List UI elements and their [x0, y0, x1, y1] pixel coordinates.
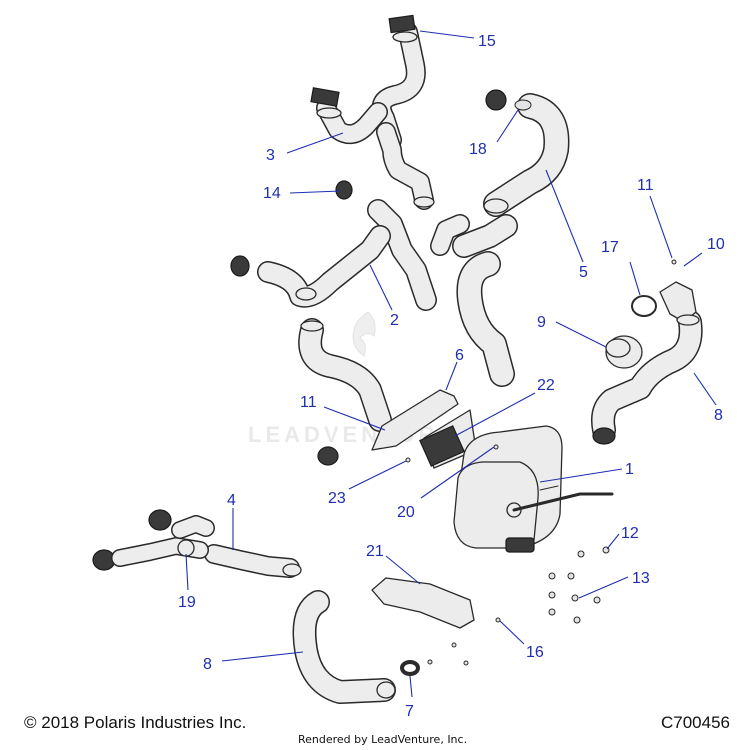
- callout-16[interactable]: 16: [526, 644, 544, 661]
- callout-8-bottom[interactable]: 8: [203, 656, 212, 673]
- hose-8-bottom[interactable]: [292, 590, 396, 704]
- heat-shield-6[interactable]: [371, 389, 477, 469]
- callout-18[interactable]: 18: [469, 141, 487, 158]
- gasket-7[interactable]: [400, 660, 420, 676]
- diagram-code: C700456: [660, 713, 730, 732]
- callout-14[interactable]: 14: [263, 185, 281, 202]
- tee-19[interactable]: [92, 509, 215, 571]
- callout-9[interactable]: 9: [537, 314, 546, 331]
- callout-22[interactable]: 22: [537, 377, 555, 394]
- clamp-dark-mid: [317, 446, 339, 466]
- callout-19[interactable]: 19: [178, 594, 196, 611]
- hose-elbow-upper[interactable]: [376, 122, 435, 210]
- callout-5[interactable]: 5: [579, 264, 588, 281]
- callout-15[interactable]: 15: [478, 33, 496, 50]
- leader-lines: [185, 30, 717, 698]
- callout-10[interactable]: 10: [707, 236, 725, 253]
- callout-1[interactable]: 1: [625, 461, 634, 478]
- hose-5[interactable]: [483, 89, 570, 217]
- callout-4[interactable]: 4: [227, 492, 236, 509]
- callout-6[interactable]: 6: [455, 347, 464, 364]
- callout-11-mid[interactable]: 11: [300, 394, 317, 411]
- hose-upper-15[interactable]: [371, 14, 426, 150]
- callouts: 15 3 18 14 11 17 10 5 2 9 6 22 8 11 1 23…: [178, 33, 725, 720]
- copyright-text: © 2018 Polaris Industries Inc.: [24, 713, 247, 732]
- callout-23[interactable]: 23: [328, 490, 346, 507]
- callout-7[interactable]: 7: [405, 703, 414, 720]
- callout-17[interactable]: 17: [601, 239, 619, 256]
- hose-8-right[interactable]: [591, 310, 703, 445]
- hose-2[interactable]: [230, 180, 437, 311]
- ring-17[interactable]: [631, 295, 657, 317]
- callout-8-right[interactable]: 8: [714, 407, 723, 424]
- callout-12[interactable]: 12: [621, 525, 639, 542]
- elbow-10[interactable]: [659, 259, 700, 326]
- heat-shield-21[interactable]: [371, 577, 475, 629]
- callout-13[interactable]: 13: [632, 570, 650, 587]
- spark-arrestor-9[interactable]: [605, 335, 643, 369]
- callout-21[interactable]: 21: [366, 543, 384, 560]
- hose-lower-left[interactable]: [298, 318, 392, 432]
- callout-2[interactable]: 2: [390, 312, 399, 329]
- hose-middle[interactable]: [430, 214, 518, 387]
- callout-3[interactable]: 3: [266, 147, 275, 164]
- hose-upper-3[interactable]: [310, 87, 388, 145]
- callout-20[interactable]: 20: [397, 504, 415, 521]
- callout-11-top[interactable]: 11: [637, 177, 654, 194]
- hose-4[interactable]: [204, 544, 302, 578]
- rendered-by-text: Rendered by LeadVenture, Inc.: [298, 733, 468, 746]
- muffler-1[interactable]: [453, 425, 614, 553]
